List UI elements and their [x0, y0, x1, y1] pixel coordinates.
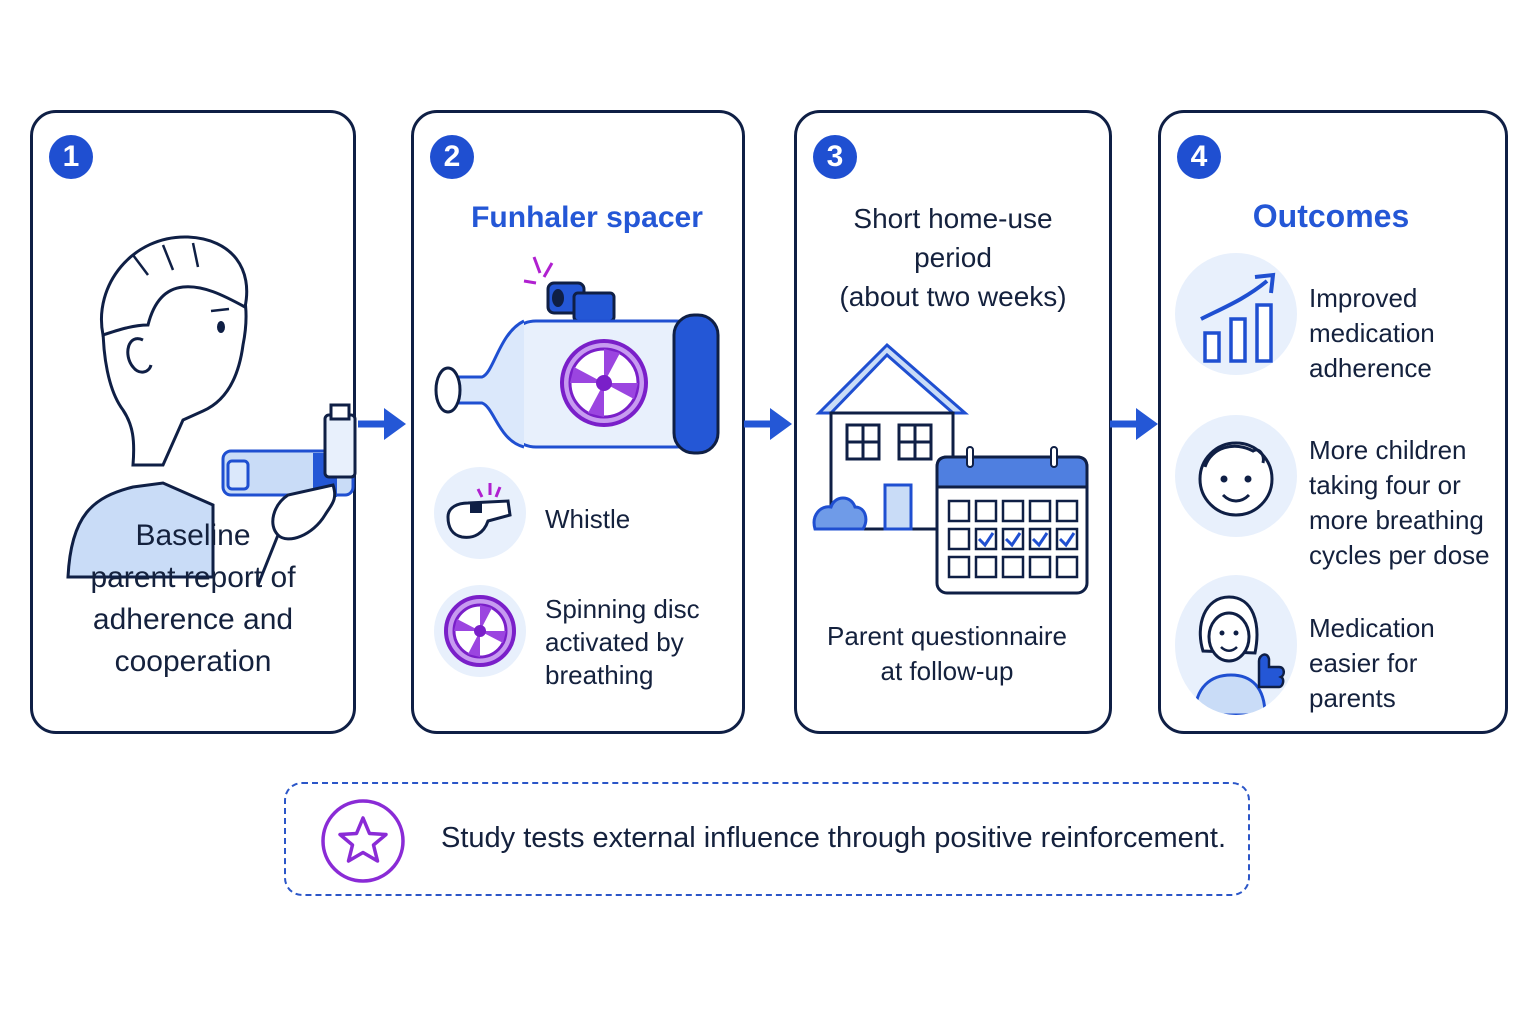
- questionnaire-caption-line: Parent questionnaire: [827, 621, 1067, 651]
- home-use-title-line: (about two weeks): [839, 281, 1067, 312]
- outcome-adherence-line: medication: [1309, 318, 1435, 348]
- step-number-badge: 1: [49, 135, 93, 179]
- outcome-parents-label: Medication easier for parents: [1309, 611, 1435, 716]
- baseline-line: Baseline: [135, 519, 251, 552]
- step-4-panel: 4 Outcomes Improved medication adherence…: [1158, 110, 1508, 734]
- flow-arrow-icon: [356, 402, 408, 446]
- outcome-adherence-line: adherence: [1309, 353, 1432, 383]
- spinning-disc-label-line: Spinning disc: [545, 594, 700, 624]
- questionnaire-caption-line: at follow-up: [880, 656, 1014, 686]
- home-use-title: Short home-use period (about two weeks): [797, 199, 1109, 316]
- spinning-disc-label-line: breathing: [545, 660, 654, 690]
- step-3-panel: 3 Short home-use period (about two weeks…: [794, 110, 1112, 734]
- spinning-disc-label: Spinning disc activated by breathing: [545, 593, 700, 692]
- step-number-badge: 3: [813, 135, 857, 179]
- outcome-breathing-label: More children taking four or more breath…: [1309, 433, 1490, 573]
- outcome-breathing-line: cycles per dose: [1309, 540, 1490, 570]
- outcomes-title: Outcomes: [1252, 198, 1410, 234]
- star-icon: [320, 798, 406, 884]
- reinforcement-callout: Study tests external influence through p…: [284, 782, 1250, 896]
- spinning-disc-icon: [434, 585, 526, 677]
- step-1-panel: 1 Baseline parent report o: [30, 110, 357, 734]
- flow-arrow-icon: [1108, 402, 1160, 446]
- baseline-text: Baseline parent report of adherence and …: [33, 515, 353, 683]
- outcome-breathing-line: more breathing: [1309, 505, 1484, 535]
- bar-chart-growth-icon: [1175, 253, 1297, 375]
- whistle-label: Whistle: [545, 504, 631, 534]
- home-use-title-line: Short home-use: [853, 203, 1053, 234]
- baseline-line: parent report of: [90, 561, 296, 594]
- outcome-parents-line: parents: [1309, 683, 1396, 713]
- funhaler-title: Funhaler spacer: [471, 201, 703, 234]
- whistle-icon: [434, 467, 526, 559]
- house-calendar-illustration: [811, 339, 1096, 599]
- outcome-parents-line: Medication: [1309, 613, 1435, 643]
- outcome-parents-line: easier for: [1309, 648, 1418, 678]
- parent-thumbs-up-icon: [1175, 575, 1297, 715]
- step-2-panel: 2 Funhaler spacer Whistle: [411, 110, 745, 734]
- spinning-disc-label-line: activated by: [545, 627, 684, 657]
- baseline-line: cooperation: [114, 645, 272, 678]
- step-number-badge: 2: [430, 135, 474, 179]
- outcome-adherence-label: Improved medication adherence: [1309, 281, 1435, 386]
- outcome-breathing-line: More children: [1309, 435, 1467, 465]
- outcome-adherence-line: Improved: [1309, 283, 1418, 313]
- home-use-title-line: period: [914, 242, 992, 273]
- step-number-badge: 4: [1177, 135, 1221, 179]
- callout-text: Study tests external influence through p…: [441, 822, 1227, 854]
- child-using-inhaler-illustration: [63, 215, 357, 586]
- questionnaire-caption: Parent questionnaire at follow-up: [797, 619, 1097, 689]
- flow-arrow-icon: [742, 402, 794, 446]
- baseline-line: adherence and: [92, 603, 294, 636]
- outcome-breathing-line: taking four or: [1309, 470, 1461, 500]
- funhaler-spacer-illustration: [434, 253, 724, 455]
- child-face-icon: [1175, 415, 1297, 537]
